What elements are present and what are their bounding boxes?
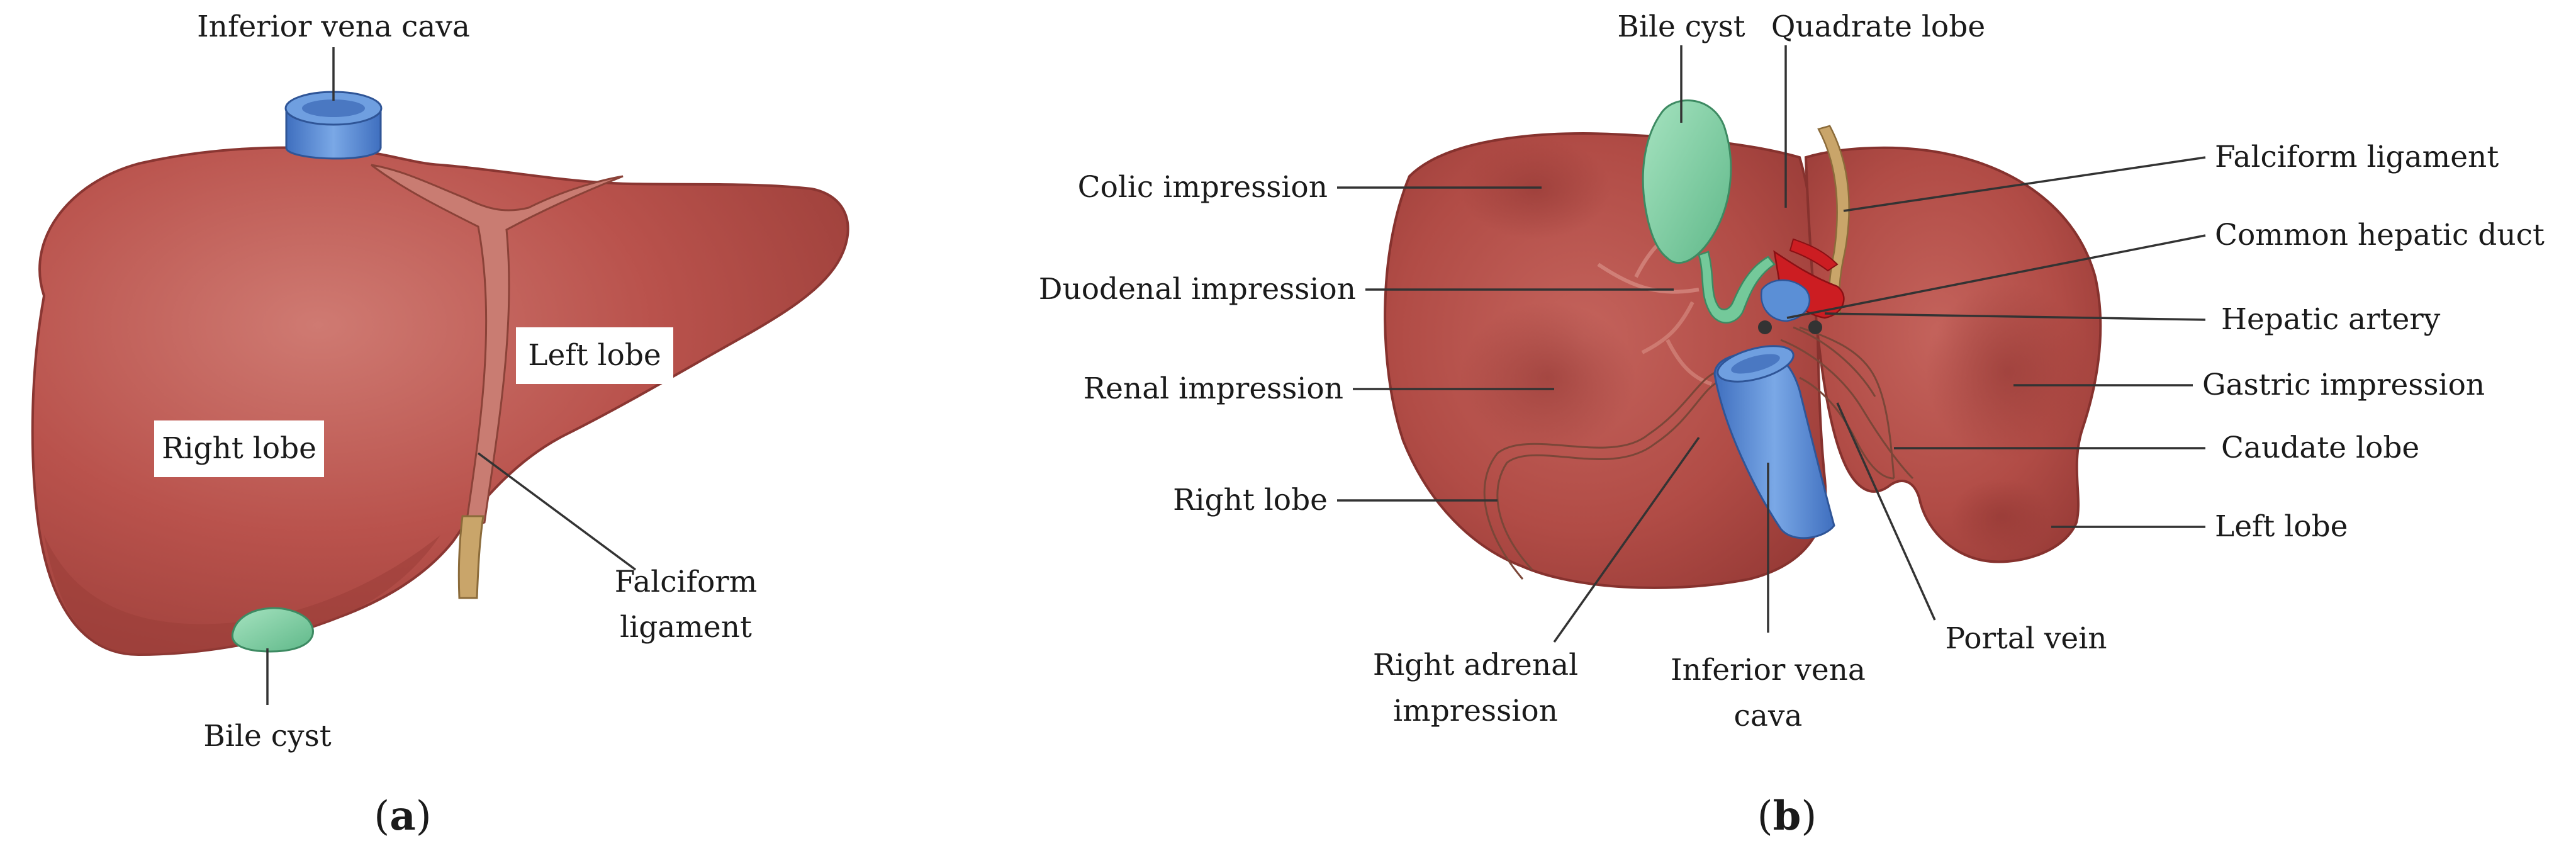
ivc-anterior bbox=[284, 91, 383, 160]
round-ligament bbox=[457, 515, 484, 599]
leftlobe-label-b: Left lobe bbox=[2215, 509, 2348, 544]
hepaticartery-label-b: Hepatic artery bbox=[2221, 302, 2441, 337]
leader-hepaticartery-b bbox=[1824, 312, 2206, 321]
duodenal-impression-label-b: Duodenal impression bbox=[1039, 272, 1356, 307]
gastric-impression-shade bbox=[1925, 283, 2089, 460]
right-lobe-label-a: Right lobe bbox=[162, 431, 316, 466]
ivc-label-b-line2: cava bbox=[1734, 699, 1803, 733]
falciform-label-b: Falciform ligament bbox=[2215, 140, 2499, 174]
rightlobe-label-b: Right lobe bbox=[1173, 483, 1328, 517]
gastric-impression-label-b: Gastric impression bbox=[2202, 368, 2485, 402]
liver-anterior-underside bbox=[44, 535, 440, 655]
vessel-dot-left bbox=[1758, 320, 1772, 334]
liver-visceral-illustration bbox=[1384, 99, 2102, 589]
leader-falciform-a bbox=[477, 452, 637, 571]
ivc-label-a: Inferior vena cava bbox=[197, 9, 470, 44]
caudate-lobe-outline bbox=[1799, 326, 1895, 480]
renal-impression-shade bbox=[1460, 302, 1636, 453]
leader-portal-b bbox=[1836, 402, 1936, 621]
caption-a: (a) bbox=[374, 792, 431, 840]
leader-commonduct-b bbox=[1786, 234, 2206, 319]
bare-area-outline-inner bbox=[1496, 380, 1722, 571]
colic-impression-label-b: Colic impression bbox=[1078, 170, 1328, 205]
commonduct-label-b: Common hepatic duct bbox=[2215, 218, 2545, 252]
vessel-dot-right bbox=[1808, 320, 1822, 334]
leader-falciform-b bbox=[1843, 156, 2206, 212]
renal-crease bbox=[1641, 301, 1712, 386]
liver-anterior-illustration bbox=[31, 91, 849, 657]
adrenal-label-b-line1: Right adrenal bbox=[1373, 648, 1578, 682]
right-lobe-label-box bbox=[154, 420, 324, 477]
adrenal-label-b-line2: impression bbox=[1393, 694, 1558, 728]
ivc-visceral bbox=[1713, 345, 1835, 539]
ivc-label-b-line1: Inferior vena bbox=[1671, 653, 1866, 687]
falciform-label-a-line1: Falciform bbox=[615, 565, 758, 599]
gallbladder-anterior bbox=[231, 607, 314, 653]
gallbladder-visceral bbox=[1642, 99, 1732, 264]
renal-impression-label-b: Renal impression bbox=[1084, 371, 1343, 406]
left-lobe-impression-shade bbox=[1951, 478, 2051, 554]
quadrate-lobe-label-b: Quadrate lobe bbox=[1771, 9, 1985, 44]
portal-vein-segment bbox=[1760, 279, 1811, 322]
portal-vein-label-b: Portal vein bbox=[1945, 621, 2107, 656]
leader-adrenal-b bbox=[1553, 436, 1700, 643]
falciform-label-a-line2: ligament bbox=[620, 610, 752, 645]
hepatic-artery-branch bbox=[1789, 238, 1839, 272]
bilecyst-label-a: Bile cyst bbox=[203, 719, 331, 753]
cystic-duct bbox=[1698, 251, 1776, 324]
panel-b: Bile cyst Quadrate lobe Colic impression… bbox=[1039, 9, 2545, 840]
caudate-lobe-label-b: Caudate lobe bbox=[2221, 431, 2419, 465]
left-lobe-label-box bbox=[516, 327, 673, 384]
left-lobe-label-a: Left lobe bbox=[528, 338, 661, 373]
caption-b: (b) bbox=[1757, 792, 1817, 840]
colic-impression-shade bbox=[1460, 138, 1611, 239]
panel-a: Left lobe Right lobe Inferior vena cava … bbox=[31, 9, 849, 840]
bare-area-outline bbox=[1483, 370, 1718, 580]
falciform-fold bbox=[371, 164, 624, 531]
bilecyst-label-b: Bile cyst bbox=[1617, 9, 1745, 44]
portal-vein-outline bbox=[1780, 326, 1914, 480]
